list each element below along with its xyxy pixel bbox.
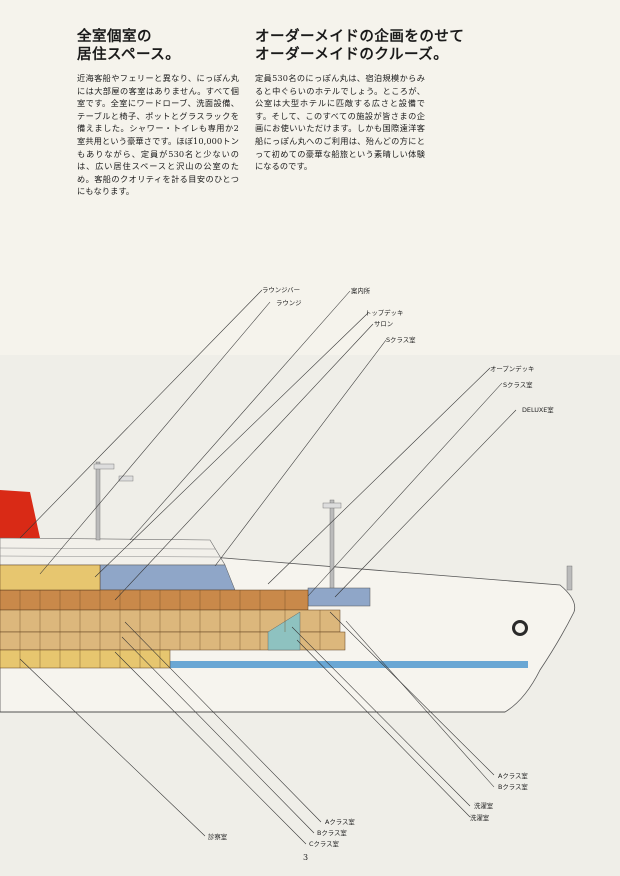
label-deluxe: DELUXE室 [522,406,554,414]
cabin-partitions [19,590,321,668]
lower-cabin-row [0,631,346,651]
label-a-class-bottom: Aクラス室 [325,818,355,826]
bow-emblem-inner [515,623,525,633]
label-laundry-1: 洗濯室 [474,802,494,810]
rear-mast [118,475,134,482]
deck-rail-2 [0,555,221,558]
left-heading-line2: 居住スペース。 [77,46,181,63]
right-heading-line2: オーダーメイドのクルーズ。 [255,46,449,63]
fore-mast-crossbar [322,502,342,509]
waterline-stripe [170,661,528,668]
bridge-deck [99,564,236,591]
right-text-column: オーダーメイドの企画をのせて オーダーメイドのクルーズ。 定員530名のにっぽん… [255,28,465,173]
bottom-cabin-row [0,649,171,669]
left-cabin-block [0,564,101,591]
label-laundry-2: 洗濯室 [470,814,490,822]
label-information: 案内所 [351,287,371,295]
label-top-deck: トップデッキ [365,309,404,317]
label-a-class-right: Aクラス室 [498,772,528,780]
forward-deck-blue [307,587,371,607]
leader-lines [19,289,517,845]
left-heading: 全室個室の 居住スペース。 [77,28,239,64]
right-heading-line1: オーダーメイドの企画をのせて [255,28,465,45]
left-text-column: 全室個室の 居住スペース。 近海客船やフェリーと異なり、にっぽん丸には大部屋の客… [77,28,239,198]
label-b-class-bottom: Bクラス室 [317,829,347,837]
deck-rail-1 [0,547,216,550]
funnel [0,490,40,538]
label-lounge: ラウンジ [276,299,302,307]
bow-post [566,565,573,591]
page-number: 3 [303,853,309,862]
label-open-deck: オープンデッキ [490,365,535,373]
right-heading: オーダーメイドの企画をのせて オーダーメイドのクルーズ。 [255,28,465,64]
right-body-text: 定員530名のにっぽん丸は、宿泊規模からみると中ぐらいのホテルでしょう。ところが… [255,73,425,172]
label-s-class-1: Sクラス室 [386,336,416,344]
fore-mast [329,499,335,591]
upper-superstructure [0,537,226,566]
label-b-class-right: Bクラス室 [498,783,528,791]
main-mast [95,461,101,541]
left-body-text: 近海客船やフェリーと異なり、にっぽん丸には大部屋の客室はありません。すべて個室で… [77,73,239,197]
upper-background [0,0,620,355]
mast-crossbar [93,463,115,470]
label-salon: サロン [374,320,394,328]
left-heading-line1: 全室個室の [77,28,152,45]
label-c-class-bottom: Cクラス室 [309,840,339,848]
laundry-stair [267,611,301,651]
label-lounge-bar: ラウンジバー [262,286,300,294]
label-clinic: 診察室 [208,833,228,841]
upper-cabin-row [0,589,309,611]
label-s-class-2: Sクラス室 [503,381,533,389]
